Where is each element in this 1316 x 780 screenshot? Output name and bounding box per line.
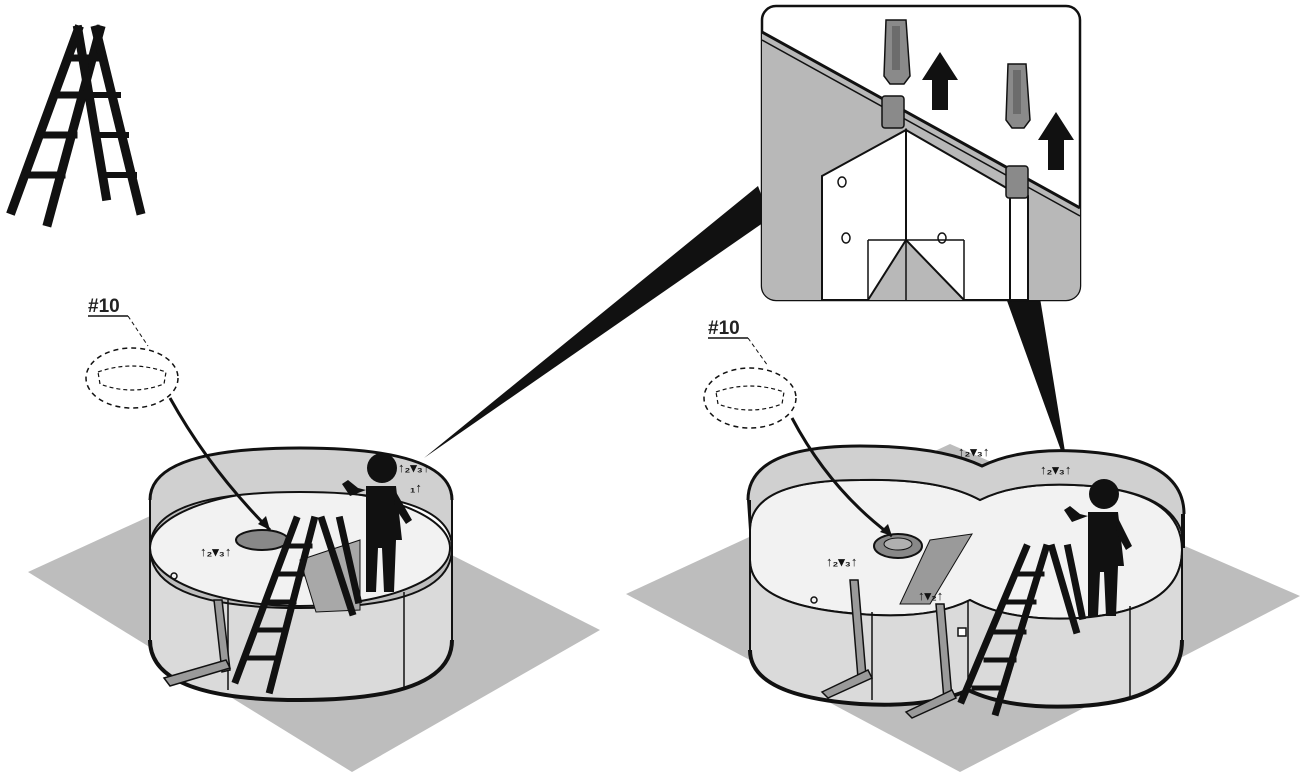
zoom-connector-right: [1006, 298, 1068, 470]
svg-text:↑₂▾₃↑: ↑₂▾₃↑: [200, 544, 231, 559]
svg-text:↑₂▾₃↑: ↑₂▾₃↑: [1040, 462, 1071, 477]
coping-clip-icon-lifted-2: [1006, 64, 1030, 128]
svg-text:↑▾₂↑: ↑▾₂↑: [918, 588, 943, 603]
ladder-icon: [12, 30, 140, 222]
coping-clip-icon-lifted-1: [884, 20, 910, 84]
part-10-installed-left: [236, 530, 288, 550]
left-scene: ↑₂▾₃↑ ₁↑ ↑₂▾₃↑ #10: [28, 296, 600, 772]
right-scene: ↑₂▾₃↑ ↑₂▾₃↑ ↑₂▾₃↑ ↑▾₂↑ #10: [626, 318, 1300, 772]
svg-text:↑₂▾₃↑: ↑₂▾₃↑: [958, 444, 989, 459]
svg-text:↑₂▾₃↑: ↑₂▾₃↑: [826, 554, 857, 569]
detail-inset: [762, 6, 1080, 300]
svg-text:₁↑: ₁↑: [410, 480, 422, 495]
svg-text:↑₂▾₃↑: ↑₂▾₃↑: [398, 460, 429, 475]
part-number-label-left: #10: [88, 296, 120, 317]
coping-clip-icon-installed-2: [1006, 166, 1028, 198]
coping-clip-icon-installed-1: [882, 96, 904, 128]
part-number-label-right: #10: [708, 318, 740, 339]
